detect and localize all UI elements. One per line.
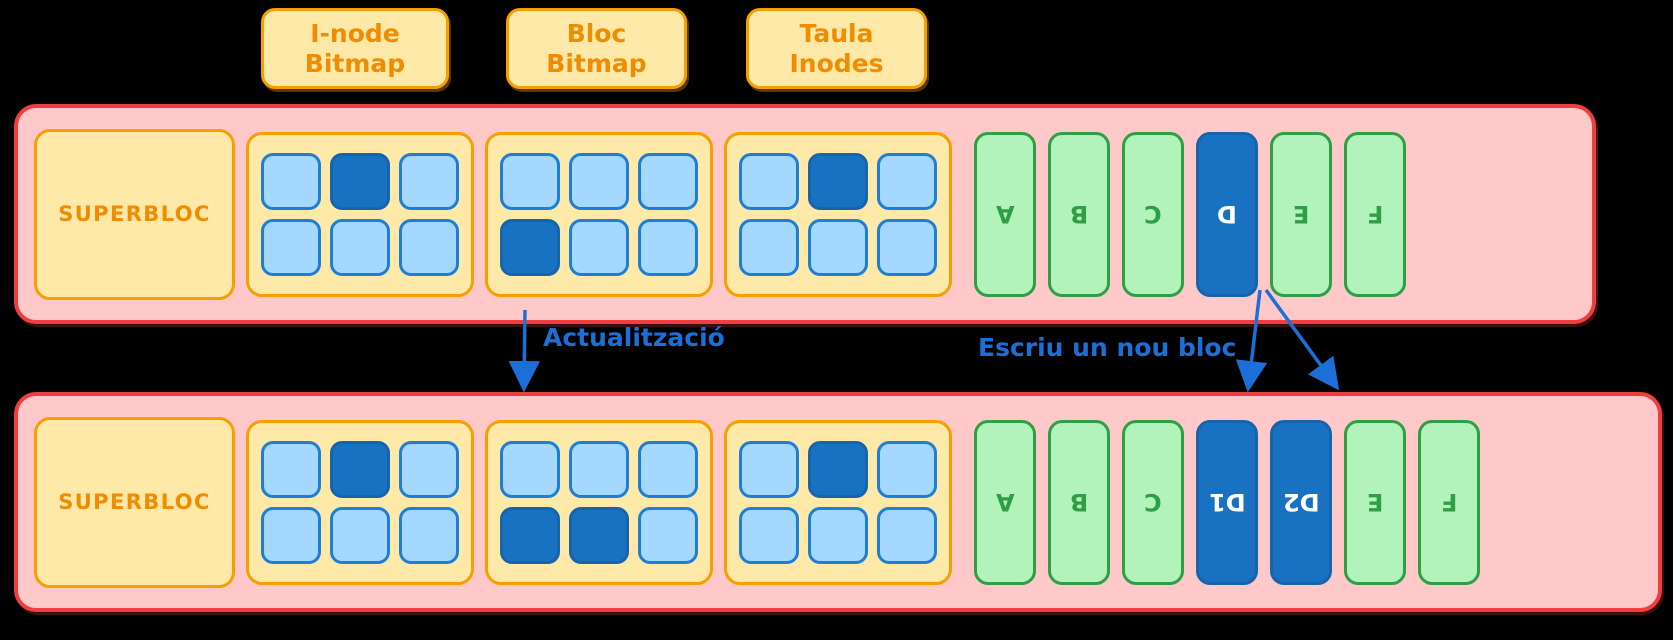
annotation-actualitzacio: Actualització	[543, 323, 725, 352]
inode-cell[interactable]	[739, 506, 799, 564]
taula-inodes-grid-after	[724, 419, 952, 585]
data-block-d1[interactable]: D1	[1196, 419, 1258, 585]
grid-row	[739, 218, 937, 276]
bitmap-cell[interactable]	[500, 506, 560, 564]
callout-taula-inodes: Taula Inodes	[746, 8, 927, 89]
callout-line-1: Taula	[799, 19, 874, 48]
taula-inodes-grid-before	[724, 131, 952, 297]
data-block-label: F	[1366, 200, 1384, 228]
data-block-a[interactable]: A	[974, 131, 1036, 297]
superbloc-before: SUPERBLOC	[34, 128, 235, 300]
data-block-e[interactable]: E	[1344, 419, 1406, 585]
bitmap-cell[interactable]	[330, 506, 390, 564]
grid-row	[261, 152, 459, 210]
superbloc-after: SUPERBLOC	[34, 416, 235, 588]
data-block-label: C	[1144, 488, 1162, 516]
inode-cell[interactable]	[808, 440, 868, 498]
data-block-b[interactable]: B	[1048, 419, 1110, 585]
bitmap-cell[interactable]	[399, 506, 459, 564]
grid-row	[261, 218, 459, 276]
disk-row-after-contents: SUPERBLOC	[18, 396, 1658, 608]
disk-row-after: SUPERBLOC	[14, 392, 1662, 612]
data-blocks-before: A B C D E F	[974, 131, 1406, 297]
data-block-label: D1	[1208, 488, 1246, 516]
data-block-label: F	[1440, 488, 1458, 516]
bitmap-cell[interactable]	[500, 440, 560, 498]
bitmap-cell[interactable]	[500, 218, 560, 276]
data-block-label: B	[1069, 200, 1089, 228]
bitmap-cell[interactable]	[569, 506, 629, 564]
data-blocks-after: A B C D1 D2 E F	[974, 419, 1480, 585]
bitmap-cell[interactable]	[261, 152, 321, 210]
bitmap-cell[interactable]	[638, 440, 698, 498]
grid-row	[261, 440, 459, 498]
inode-bitmap-grid-after	[246, 419, 474, 585]
callout-line-2: Bitmap	[546, 48, 647, 78]
grid-row	[261, 506, 459, 564]
bitmap-cell[interactable]	[569, 440, 629, 498]
bitmap-cell[interactable]	[399, 218, 459, 276]
inode-cell[interactable]	[877, 506, 937, 564]
data-block-label: C	[1144, 200, 1162, 228]
bitmap-cell[interactable]	[261, 218, 321, 276]
callout-line-1: I-node	[310, 19, 400, 48]
data-block-f[interactable]: F	[1418, 419, 1480, 585]
bitmap-cell[interactable]	[261, 440, 321, 498]
inode-bitmap-grid-before	[246, 131, 474, 297]
data-block-c[interactable]: C	[1122, 419, 1184, 585]
data-block-e[interactable]: E	[1270, 131, 1332, 297]
inode-cell[interactable]	[739, 440, 799, 498]
inode-cell[interactable]	[808, 506, 868, 564]
annotation-escriu-nou-bloc: Escriu un nou bloc	[978, 333, 1237, 362]
bitmap-cell[interactable]	[330, 218, 390, 276]
bitmap-cell[interactable]	[638, 152, 698, 210]
inode-cell[interactable]	[877, 218, 937, 276]
bitmap-cell[interactable]	[261, 506, 321, 564]
disk-row-before-contents: SUPERBLOC	[18, 108, 1592, 320]
bitmap-cell[interactable]	[500, 152, 560, 210]
inode-cell[interactable]	[739, 152, 799, 210]
inode-cell[interactable]	[808, 218, 868, 276]
data-block-c[interactable]: C	[1122, 131, 1184, 297]
data-block-label: D	[1217, 200, 1237, 228]
callout-bloc-bitmap: Bloc Bitmap	[506, 8, 687, 89]
data-block-label: E	[1292, 200, 1310, 228]
data-block-d[interactable]: D	[1196, 131, 1258, 297]
bitmap-cell[interactable]	[399, 152, 459, 210]
bitmap-cell[interactable]	[399, 440, 459, 498]
data-block-b[interactable]: B	[1048, 131, 1110, 297]
grid-row	[500, 506, 698, 564]
data-block-a[interactable]: A	[974, 419, 1036, 585]
grid-row	[739, 440, 937, 498]
data-block-f[interactable]: F	[1344, 131, 1406, 297]
bitmap-cell[interactable]	[330, 440, 390, 498]
grid-row	[500, 152, 698, 210]
grid-row	[739, 152, 937, 210]
bitmap-cell[interactable]	[638, 506, 698, 564]
data-block-label: B	[1069, 488, 1089, 516]
bitmap-cell[interactable]	[569, 152, 629, 210]
bitmap-cell[interactable]	[569, 218, 629, 276]
data-block-label: A	[995, 200, 1015, 228]
inode-cell[interactable]	[739, 218, 799, 276]
data-block-label: A	[995, 488, 1015, 516]
data-block-label: D2	[1282, 488, 1320, 516]
callout-inode-bitmap: I-node Bitmap	[261, 8, 449, 89]
data-block-label: E	[1366, 488, 1384, 516]
inode-cell[interactable]	[808, 152, 868, 210]
inode-cell[interactable]	[877, 440, 937, 498]
bitmap-cell[interactable]	[638, 218, 698, 276]
grid-row	[500, 218, 698, 276]
inode-cell[interactable]	[877, 152, 937, 210]
grid-row	[500, 440, 698, 498]
callout-line-2: Inodes	[789, 48, 884, 78]
bloc-bitmap-grid-after	[485, 419, 713, 585]
bitmap-cell[interactable]	[330, 152, 390, 210]
callout-line-2: Bitmap	[304, 48, 406, 78]
bloc-bitmap-grid-before	[485, 131, 713, 297]
data-block-d2[interactable]: D2	[1270, 419, 1332, 585]
callout-line-1: Bloc	[566, 19, 627, 48]
disk-row-before: SUPERBLOC	[14, 104, 1596, 324]
grid-row	[739, 506, 937, 564]
